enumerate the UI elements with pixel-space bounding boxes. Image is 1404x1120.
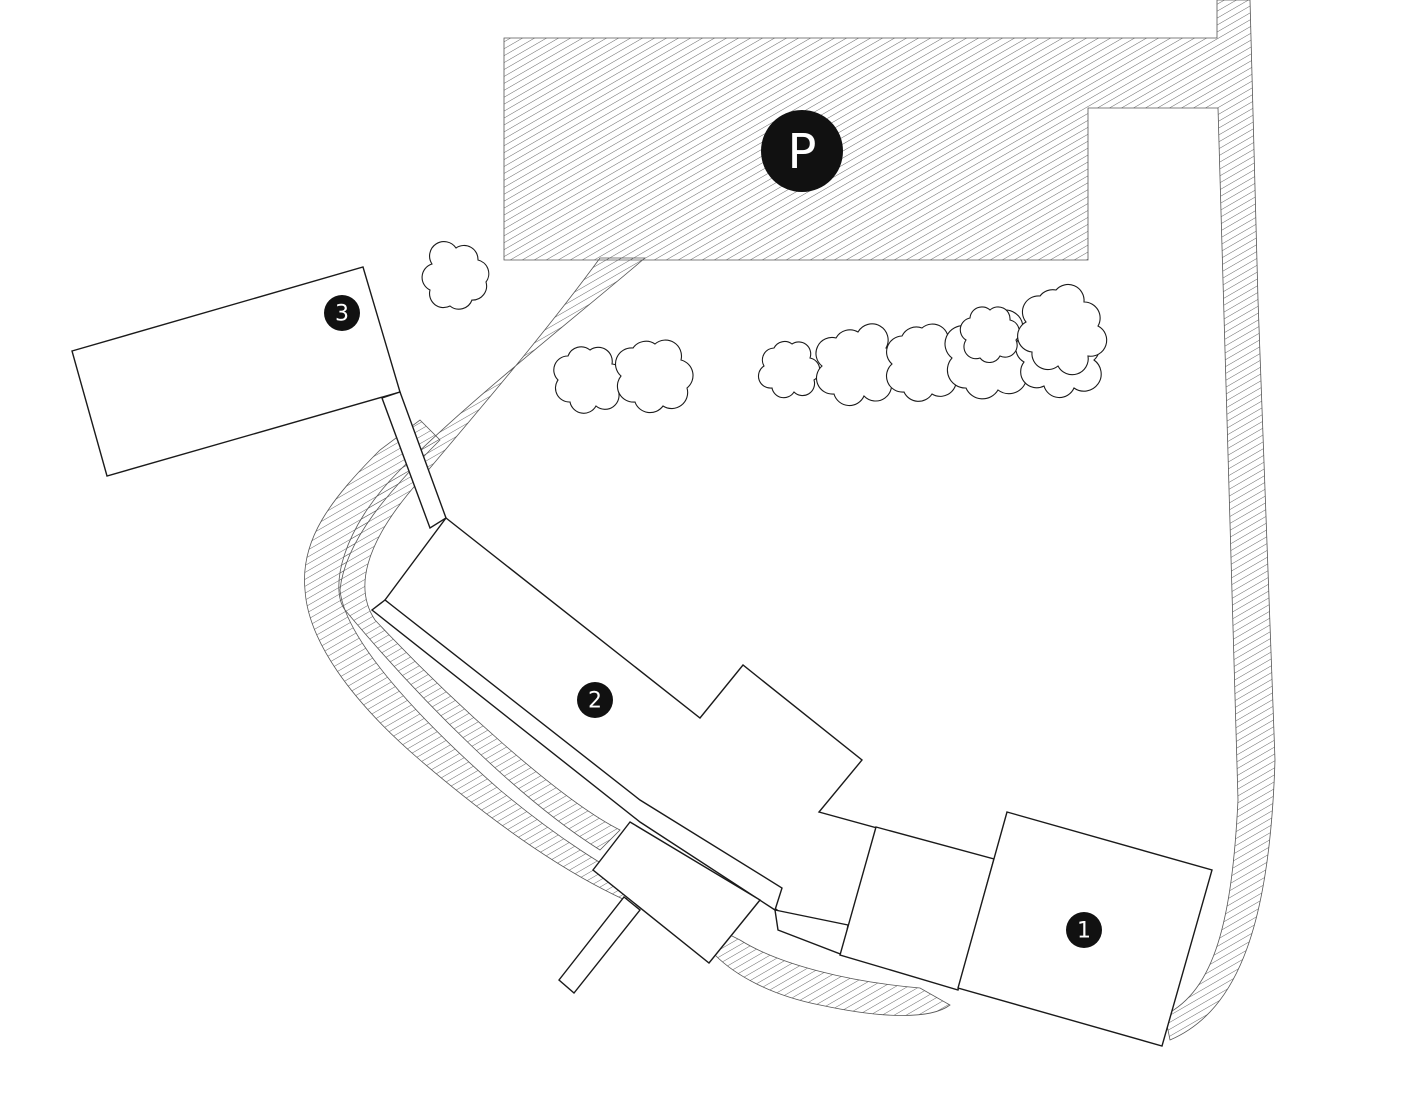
building-3-marker: 3 [324, 295, 360, 331]
building-1-connector [839, 826, 995, 991]
building-2-marker: 2 [577, 682, 613, 718]
tree-2 [553, 346, 626, 414]
building-1-marker-label: 1 [1077, 919, 1091, 944]
building-2-pier [558, 896, 641, 995]
building-2-annex [592, 821, 762, 964]
tree-5 [815, 323, 900, 407]
tree-3 [615, 339, 694, 414]
building-2-marker-label: 2 [588, 689, 602, 714]
parking-marker: P [761, 110, 843, 192]
lower-path [304, 419, 641, 901]
tree-4 [757, 340, 821, 399]
south-path [714, 929, 951, 1016]
parking-marker-label: P [788, 124, 817, 180]
building-1-marker: 1 [1066, 912, 1102, 948]
building-3-marker-label: 3 [335, 302, 349, 327]
tree-9 [959, 306, 1020, 364]
tree-group [421, 241, 1108, 414]
tree-1 [421, 241, 490, 310]
tree-10 [1017, 284, 1108, 376]
parking-lot [503, 0, 1276, 1041]
